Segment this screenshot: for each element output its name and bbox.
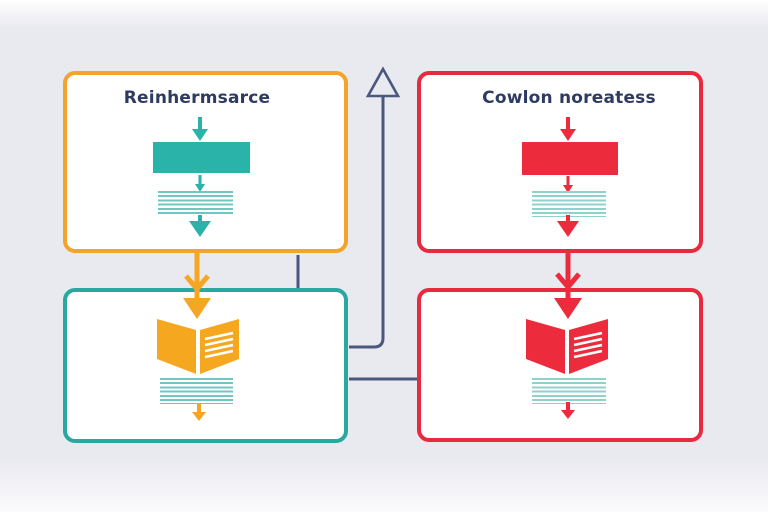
arrow-head [192, 412, 206, 421]
arrow-shaft [565, 251, 571, 303]
small-down-arrow-icon [563, 176, 573, 193]
arrow-shaft [194, 251, 200, 303]
panel-bottom-left [63, 288, 348, 443]
arrow-head [195, 184, 205, 192]
arrow-shaft [198, 215, 202, 223]
small-down-arrow-icon [192, 404, 206, 421]
book-left-page [526, 319, 565, 374]
arrow-shaft [198, 175, 202, 185]
arrow-chevron [184, 274, 210, 293]
arrow-shaft [197, 404, 201, 413]
arrow-head [183, 298, 211, 319]
big-down-arrow-icon [557, 215, 579, 237]
arrow-head [560, 129, 576, 141]
text-lines-icon [160, 378, 233, 404]
up-arrow-connector [349, 66, 401, 349]
panel-bottom-right [417, 288, 703, 442]
arrow-shaft [198, 117, 202, 130]
book-right-page [569, 319, 608, 374]
text-lines-icon [532, 191, 606, 217]
big-down-arrow-icon [189, 215, 211, 237]
down-arrow-icon [192, 117, 208, 141]
book-text-lines [204, 331, 234, 359]
down-arrow-icon [560, 117, 576, 141]
arrow-shaft [566, 215, 570, 223]
panel-top-left: Reinhermsarce [63, 71, 348, 253]
small-down-arrow-icon [195, 175, 205, 192]
flow-arrow-right [554, 251, 582, 319]
arrow-head [192, 129, 208, 141]
arrow-shaft [566, 402, 570, 411]
small-down-arrow-icon [561, 402, 575, 419]
flow-arrow-left [183, 251, 211, 319]
panel-top-left-title: Reinhermsarce [123, 88, 271, 108]
text-lines-icon [532, 378, 606, 404]
book-text-lines [573, 331, 603, 359]
arrow-head [554, 298, 582, 319]
up-arrow-shaft [349, 96, 385, 349]
open-book-icon [526, 319, 608, 374]
book-left-page [157, 319, 196, 374]
arrow-shaft [566, 117, 570, 130]
arrow-chevron [555, 272, 581, 291]
open-book-icon [157, 319, 239, 374]
arrow-head [557, 221, 579, 237]
up-arrowhead-icon [365, 66, 401, 98]
arrow-head [561, 410, 575, 419]
process-block [522, 142, 618, 175]
arrow-head [563, 185, 573, 193]
arrow-head [189, 221, 211, 237]
arrow-shaft [566, 176, 570, 186]
text-lines-icon [158, 191, 233, 216]
process-block [153, 142, 250, 173]
panel-top-right-title: Cowlon noreatess [482, 88, 656, 108]
panel-top-right: Cowlon noreatess [417, 71, 703, 253]
book-right-page [200, 319, 239, 374]
